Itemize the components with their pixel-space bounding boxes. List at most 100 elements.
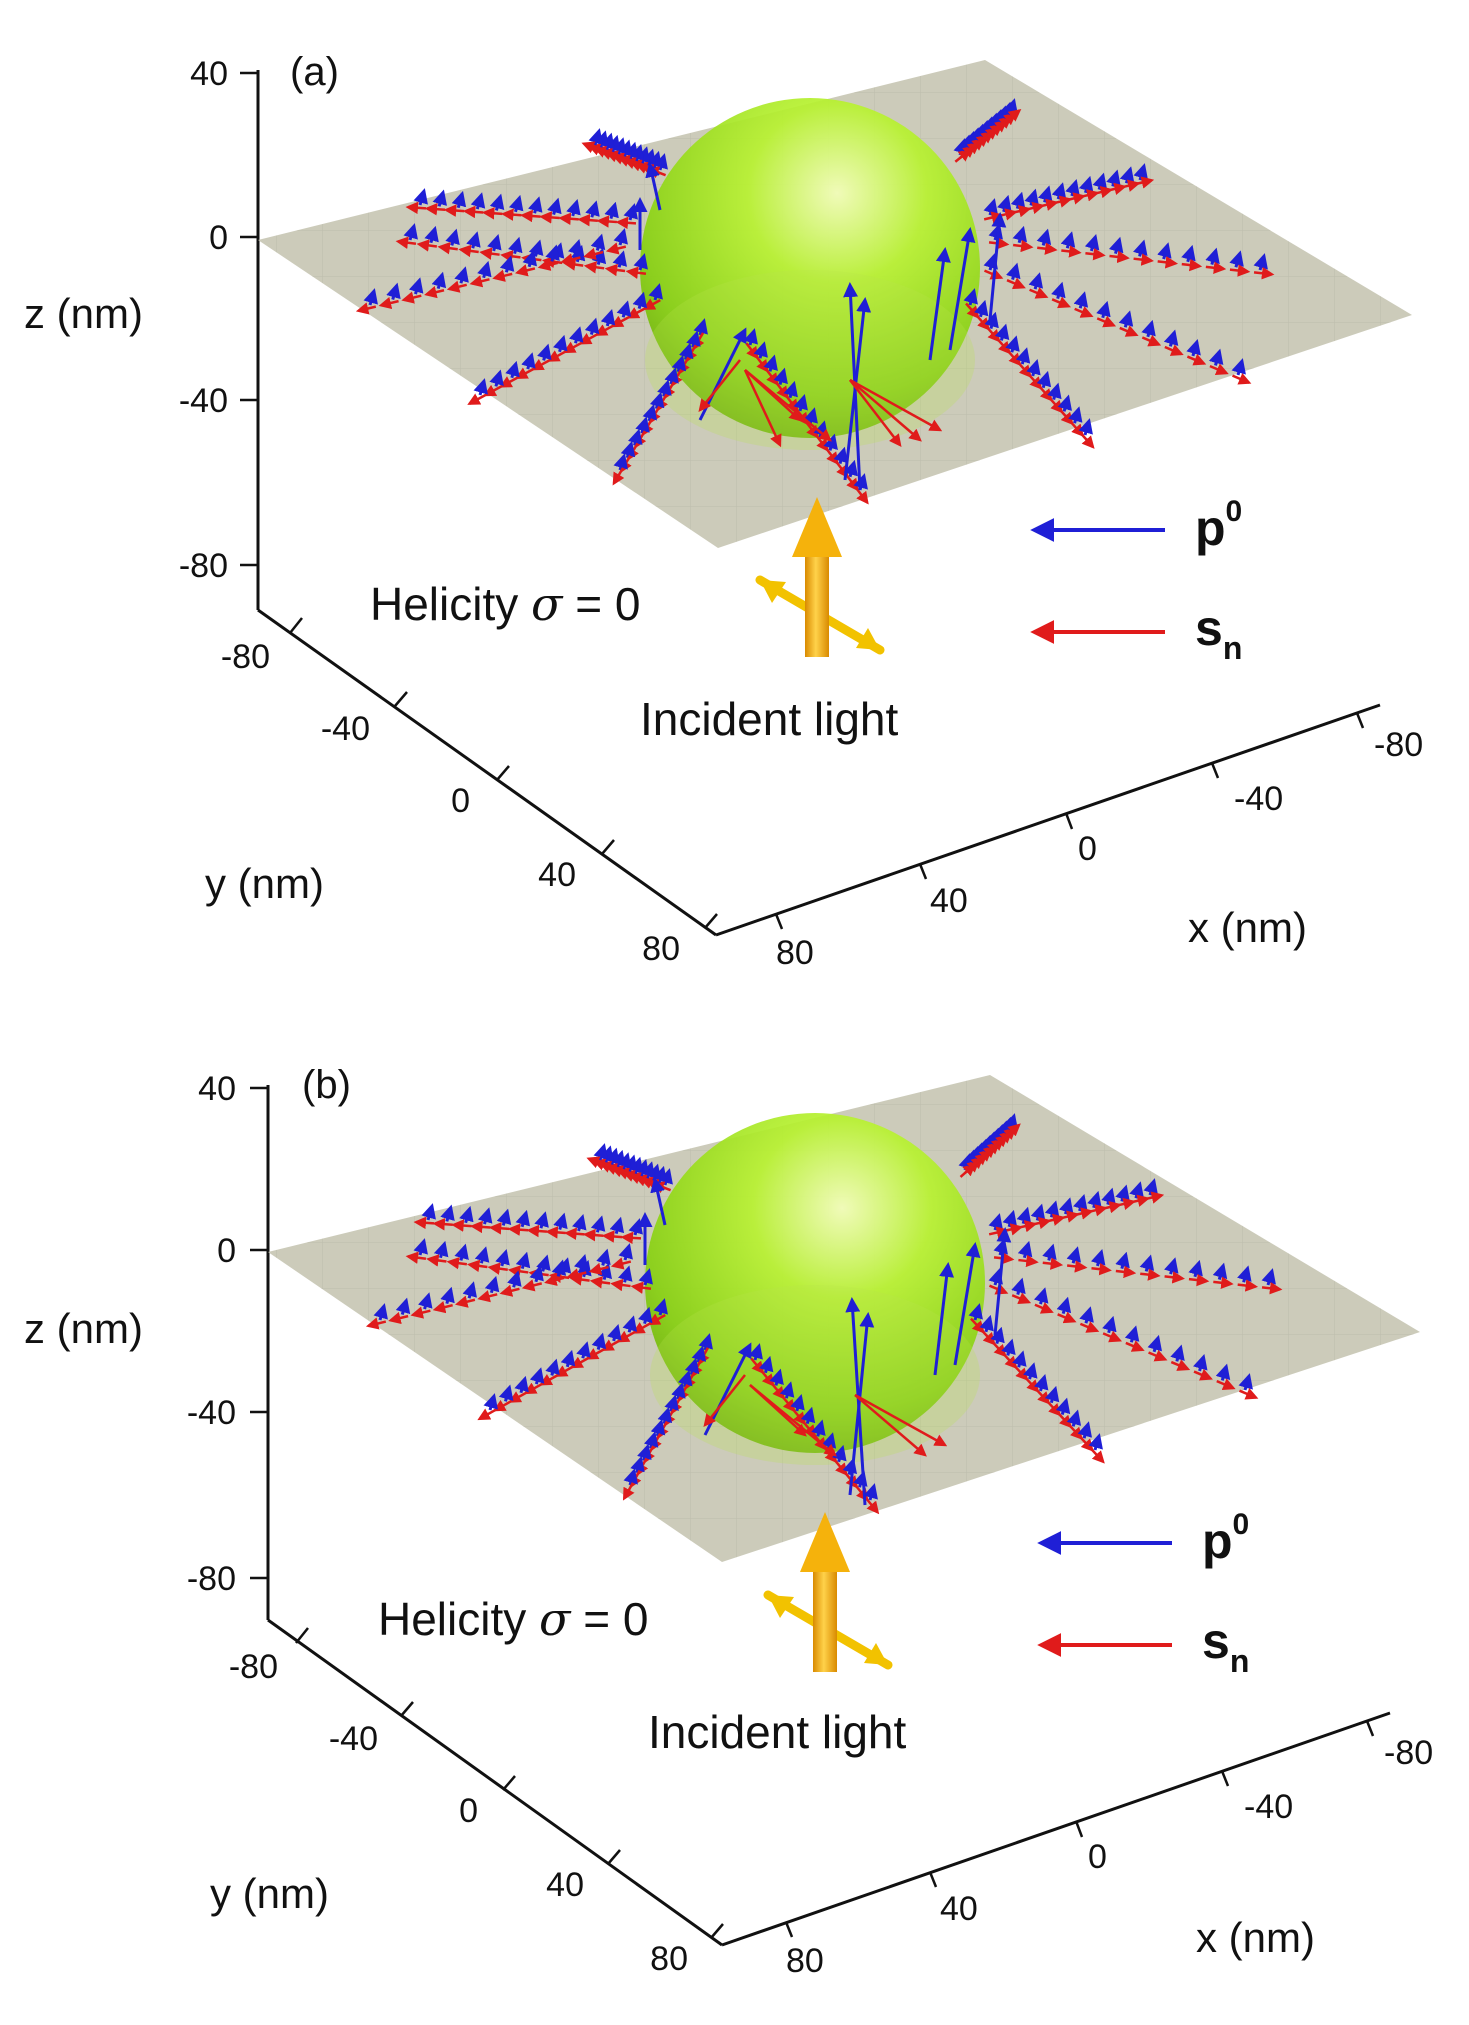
sn-arrow xyxy=(1034,1302,1054,1314)
x-tick-0: 0 xyxy=(1088,1838,1107,1876)
p0-arrow xyxy=(1017,1240,1033,1259)
sn-arrow xyxy=(526,1224,547,1238)
sn-arrow xyxy=(539,211,560,224)
p0-arrow xyxy=(553,334,568,353)
sn-arrow xyxy=(1133,176,1155,189)
p0-arrow xyxy=(811,1419,826,1437)
x-tick-minus80: -80 xyxy=(1374,726,1423,764)
p0-arrow xyxy=(1068,406,1083,424)
p0-arrow xyxy=(454,1243,469,1261)
p0-arrow xyxy=(1170,1344,1185,1362)
p0-arrow xyxy=(748,1343,763,1361)
p0-arrow xyxy=(963,288,978,306)
p0-arrow xyxy=(983,253,998,271)
p0-arrow xyxy=(451,190,467,209)
sn-arrow xyxy=(558,212,579,226)
p0-arrow xyxy=(1036,228,1052,246)
p0-arrow xyxy=(1208,348,1224,366)
sn-arrow xyxy=(1229,264,1251,277)
sn-arrow xyxy=(446,1256,468,1270)
sn-arrow xyxy=(601,1230,623,1243)
p0-arrow xyxy=(743,328,758,346)
z-axis-label: z (nm) xyxy=(24,290,143,337)
vector-field xyxy=(365,1113,1283,1515)
p0-arrow xyxy=(863,1483,878,1501)
p0-arrow xyxy=(649,391,665,410)
p0-arrow xyxy=(1141,319,1156,338)
p0-arrow xyxy=(529,1367,545,1385)
p0-arrow xyxy=(445,228,460,246)
sn-arrow xyxy=(514,264,536,277)
p0-arrow xyxy=(462,1281,478,1299)
y-tick-minus80: -80 xyxy=(221,638,270,676)
p0-arrow xyxy=(1079,1306,1094,1324)
p0-arrow xyxy=(590,1215,606,1233)
sn-arrow xyxy=(1004,108,1022,123)
p0-arrow xyxy=(566,199,581,217)
incident-light-label: Incident light xyxy=(648,1706,906,1758)
p0-arrow xyxy=(440,1204,455,1222)
sn-arrow xyxy=(487,1262,508,1275)
p0-arrow xyxy=(616,300,632,318)
sn-arrow xyxy=(1125,1340,1145,1352)
y-tick-minus80: -80 xyxy=(229,1648,278,1686)
sn-arrow xyxy=(1193,1368,1213,1381)
p0-arrow xyxy=(496,1208,512,1226)
p0-arrow xyxy=(508,236,523,255)
p0-arrow xyxy=(609,1216,625,1235)
p0-arrow xyxy=(632,291,648,310)
sn-arrow xyxy=(405,201,427,215)
p0-arrow xyxy=(984,311,999,330)
z-tick-0: 0 xyxy=(209,219,228,257)
sn-arrow xyxy=(424,286,445,299)
sn-arrow xyxy=(432,1301,453,1314)
y-tick-80: 80 xyxy=(642,930,680,968)
sn-arrow xyxy=(622,1482,635,1501)
y-axis-label: y (nm) xyxy=(210,1870,329,1917)
sn-arrow xyxy=(1029,287,1049,299)
p0-arrow xyxy=(1023,1362,1038,1380)
sn-arrow xyxy=(1186,353,1207,366)
p0-arrow xyxy=(843,459,858,478)
p0-arrow xyxy=(1066,1246,1082,1264)
p0-arrow xyxy=(599,1145,614,1163)
p0-arrow xyxy=(1015,347,1031,365)
p0-arrow xyxy=(635,416,650,434)
p0-arrow xyxy=(363,288,378,306)
p0-arrow xyxy=(432,189,448,207)
p0-arrow xyxy=(606,134,621,153)
sn-arrow xyxy=(499,1284,520,1297)
sn-arrow xyxy=(1090,1447,1105,1464)
p0-arrow xyxy=(395,1297,411,1315)
sn-arrow xyxy=(424,202,446,216)
panel-b: 40 0 -40 -80 z (nm) -80 -40 0 40 80 y (n… xyxy=(24,1063,1433,1980)
sn-arrow xyxy=(588,1262,609,1276)
p0-arrow xyxy=(1139,1254,1155,1272)
p0-arrow xyxy=(600,132,615,150)
p0-arrow xyxy=(979,1314,994,1333)
sn-arrow xyxy=(1012,239,1034,253)
p0-arrow xyxy=(424,225,439,244)
p0-arrow xyxy=(1231,358,1246,376)
p0-arrow xyxy=(613,228,628,246)
p0-arrow xyxy=(657,379,672,397)
p0-arrow xyxy=(1133,239,1148,257)
sn-arrow xyxy=(355,302,377,315)
sn-arrow xyxy=(594,324,614,336)
p0-arrow xyxy=(620,440,636,459)
p0-arrow xyxy=(1005,335,1020,353)
sn-arrow xyxy=(564,1227,585,1240)
sn-arrow xyxy=(437,241,458,255)
p0-arrow xyxy=(514,1375,529,1394)
sn-arrow xyxy=(1051,296,1071,309)
sn-arrow xyxy=(582,1228,604,1242)
p0-arrow xyxy=(1012,1350,1027,1368)
sn-arrow xyxy=(583,247,604,260)
p0-arrow xyxy=(1164,1257,1179,1275)
p0-arrow xyxy=(489,369,504,387)
sn-arrow xyxy=(488,1222,510,1235)
p0-arrow xyxy=(403,223,418,241)
sn-arrow xyxy=(642,298,661,310)
p0-arrow xyxy=(600,309,616,327)
